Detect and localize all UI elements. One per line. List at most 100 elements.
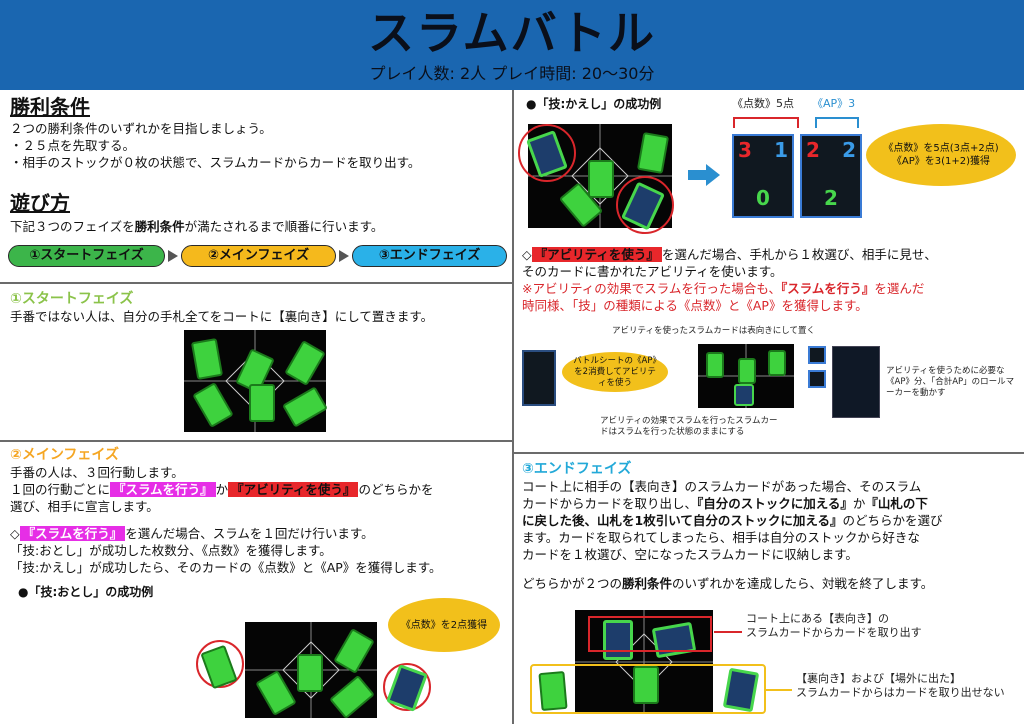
end-note-1: コート上にある【表向き】の スラムカードからカードを取り出す [746,612,922,640]
otoshi-bubble: 《点数》を2点獲得 [388,598,500,652]
end-line-1: コート上に相手の【表向き】のスラムカードがあった場合、そのスラム [522,479,922,494]
kaeshi-example-title: ●「技:かえし」の成功例 [526,97,662,111]
ability-section: ◇『アビリティを使う』を選んだ場合、手札から１枚選び、相手に見せ、 そのカードに… [522,246,1020,314]
hand-cards [808,338,828,394]
victory-intro: ２つの勝利条件のいずれかを目指しましょう。 [10,121,272,136]
kaeshi-bubble: 《点数》を5点(3点+2点) 《AP》を3(1+2)獲得 [866,124,1016,186]
slam-card-face-up [734,384,754,406]
end-line-3-bold: に戻した後、山札を1枚引いて自分のストックに加える』 [522,513,843,528]
end-note-1-line-1: コート上にある【表向き】の [746,612,889,625]
slam-card [588,160,614,198]
main-line-2-mid: か [215,482,229,497]
ability-note-bottom: アビリティの効果でスラムを行ったスラムカードはスラムを行った状態のままにする [600,416,778,437]
ability-red-1-bold: 『スラムを行う』 [780,281,875,296]
pointer-line [766,689,792,691]
main-phase-heading: ②メインフェイズ [10,447,120,463]
ability-select: ◇『アビリティを使う』を選んだ場合、手札から１枚選び、相手に見せ、 [522,246,1020,263]
ability-red-2: 時同様、「技」の種類による《点数》と《AP》を獲得します。 [522,298,868,313]
highlight-box-yellow [530,664,766,714]
ability-line-2: そのカードに書かれたアビリティを使います。 [522,264,783,279]
arrow-right-icon [688,164,720,186]
arrow-right-icon [168,250,178,262]
result-card-right: 2 2 2 [800,134,862,218]
divider-main [0,440,512,442]
start-phase-heading: ①スタートフェイズ [10,291,134,307]
main-slam-select: ◇『スラムを行う』を選んだ場合、スラムを１回だけ行います。 [10,525,508,542]
victory-section: 勝利条件 ２つの勝利条件のいずれかを目指しましょう。 ・２５点を先取する。 ・相… [10,94,505,171]
page-subtitle: プレイ人数: 2人 プレイ時間: 20〜30分 [369,64,655,83]
end-phase-section: ③エンドフェイズ コート上に相手の【表向き】のスラムカードがあった場合、そのスラ… [522,460,1020,592]
ability-highlight: 『アビリティを使う』 [228,482,359,497]
divider-end [513,452,1024,454]
slam-card-face-up [603,620,633,660]
card-ap: 2 [842,138,856,162]
kaeshi-bubble-line-1: 《点数》を5点(3点+2点) [883,143,999,154]
ability-red-1: ※アビリティの効果でスラムを行った場合も、『スラムを行う』を選んだ [522,280,1020,297]
success-ring [383,663,431,711]
card-ap: 1 [774,138,788,162]
ability-board-image [698,344,794,408]
card-points: 3 [738,138,752,162]
slam-card [538,670,568,712]
label-ap: 《AP》3 [812,97,856,110]
start-phase-text: 手番ではない人は、自分の手札全てをコートに【裏向き】にして置きます。 [10,309,434,324]
main-line-1: 手番の人は、３回行動します。 [10,465,184,480]
ability-highlight-2: 『アビリティを使う』 [531,247,662,262]
victory-rule-1: ・２５点を先取する。 [10,138,136,153]
arrow-right-icon [339,250,349,262]
ability-red-1-post: を選んだ [874,281,925,296]
divider-start [0,282,512,284]
main-phase-section: ②メインフェイズ 手番の人は、３回行動します。 １回の行動ごとに『スラムを行う』… [10,446,508,600]
card-points: 2 [806,138,820,162]
hand-card [808,370,826,388]
slam-card [297,654,323,692]
brackets [733,117,859,128]
end-note-2: 【裏向き】および【場外に出た】 スラムカードからはカードを取り出せない [796,672,1005,700]
end-line-2-bold: 『自分のストックに加える』 [697,496,853,511]
main-otoshi: 「技:おとし」が成功した枚数分、《点数》を獲得します。 [10,543,332,558]
end-phase-heading: ③エンドフェイズ [522,461,632,477]
slam-card [633,666,659,704]
slam-highlight: 『スラムを行う』 [110,482,216,497]
end-line-3: に戻した後、山札を1枚引いて自分のストックに加える』のどちらかを選び [522,512,1020,529]
end-note-2-line-2: スラムカードからはカードを取り出せない [796,686,1005,699]
diamond-bullet: ◇ [10,526,20,541]
howto-intro: 下記３つのフェイズを勝利条件が満たされるまで順番に行います。 [10,218,505,235]
howto-section: 遊び方 下記３つのフェイズを勝利条件が満たされるまで順番に行います。 [10,190,505,235]
end-line-5: カードを１枚選び、空になったスラムカードに収納します。 [522,547,858,562]
ability-red-1-pre: ※アビリティの効果でスラムを行った場合も、 [522,281,781,296]
card-value: 0 [756,186,770,210]
end-line-2-pre: カードからカードを取り出し、 [522,496,698,511]
main-line-2: １回の行動ごとに『スラムを行う』か『アビリティを使う』のどちらかを [10,481,508,498]
slam-card [249,384,275,422]
start-phase-section: ①スタートフェイズ 手番ではない人は、自分の手札全てをコートに【裏向き】にして置… [10,290,505,325]
main-line-2-pre: １回の行動ごとに [10,482,111,497]
end-line-2-mid: か [852,496,866,511]
main-slam-select-post: を選んだ場合、スラムを１回だけ行います。 [125,526,374,541]
kaeshi-bubble-line-2: 《AP》を3(1+2)獲得 [891,156,991,167]
slam-card [706,352,724,378]
main-line-2-post: のどちらかを [358,482,434,497]
howto-intro-pre: 下記３つのフェイズを [10,219,135,234]
diamond-bullet: ◇ [522,247,532,262]
column-divider [512,90,514,724]
phase-main-pill: ②メインフェイズ [181,245,336,267]
ability-select-post: を選んだ場合、手札から１枚選び、相手に見せ、 [661,247,937,262]
result-card-left: 3 1 0 [732,134,794,218]
howto-heading: 遊び方 [10,191,70,215]
pointer-line [714,631,742,633]
success-ring [616,176,674,234]
end-line-6-pre: どちらかが２つの [522,576,623,591]
main-line-3: 選び、相手に宣言します。 [10,499,159,514]
howto-intro-bold: 勝利条件 [134,219,185,234]
label-points: 《点数》5点 [732,97,794,110]
end-board-image [575,610,713,714]
end-line-4: ます。カードを取られてしまったら、相手は自分のストックから好きな [522,530,920,545]
card-value: 2 [824,186,838,210]
ap-tracker [832,346,880,418]
main-kaeshi: 「技:かえし」が成功したら、そのカードの《点数》と《AP》を獲得します。 [10,560,442,575]
end-line-2: カードからカードを取り出し、『自分のストックに加える』か『山札の下 [522,495,1020,512]
howto-intro-post: が満たされるまで順番に行います。 [184,219,384,234]
success-ring [518,124,576,182]
ability-note-top: アビリティを使ったスラムカードは表向きにして置く [612,326,815,336]
